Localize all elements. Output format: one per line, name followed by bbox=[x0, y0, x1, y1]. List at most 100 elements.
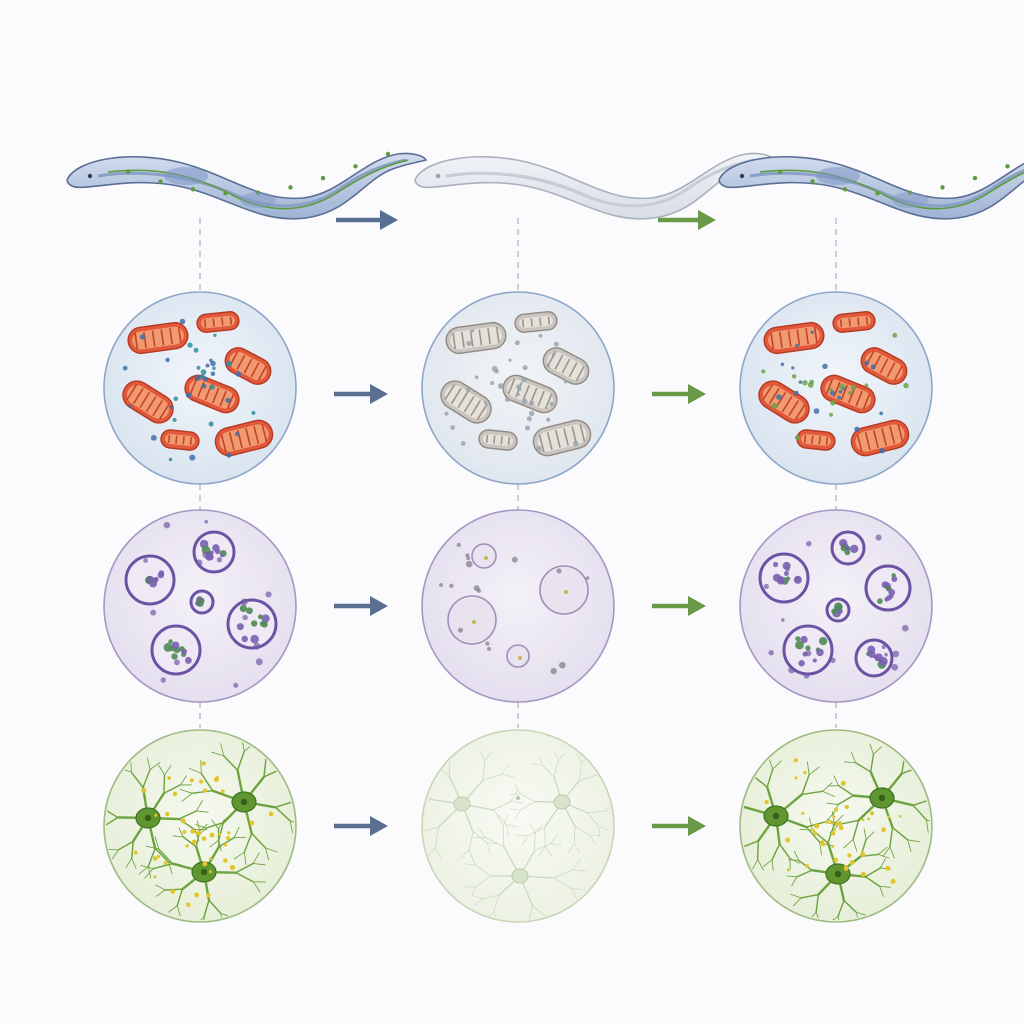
particle bbox=[226, 361, 232, 367]
vesicle bbox=[760, 554, 808, 602]
dendrite bbox=[734, 848, 741, 857]
particle bbox=[806, 541, 811, 546]
particle bbox=[180, 319, 186, 325]
particle bbox=[573, 441, 579, 447]
particle bbox=[213, 334, 216, 337]
particle bbox=[785, 567, 790, 572]
dendrite bbox=[758, 841, 759, 860]
synapse-dot bbox=[833, 858, 838, 863]
particle bbox=[557, 568, 562, 573]
synapse-dot bbox=[831, 845, 834, 848]
particle bbox=[879, 411, 883, 415]
worm-neuron-dot bbox=[810, 179, 814, 183]
synapse-dot bbox=[194, 893, 199, 898]
particle bbox=[466, 341, 471, 346]
mitochondrion-crista bbox=[805, 435, 806, 443]
arrow-head bbox=[370, 384, 388, 404]
particle bbox=[529, 411, 534, 416]
vesicle-cargo bbox=[240, 605, 247, 612]
arrow-healthy-to-declined bbox=[334, 596, 388, 616]
dendrite bbox=[726, 782, 730, 794]
particle bbox=[172, 418, 176, 422]
synapse-dot bbox=[218, 833, 221, 836]
vesicle-membrane bbox=[540, 566, 588, 614]
neuron-nucleus bbox=[773, 813, 779, 819]
particle bbox=[200, 374, 205, 379]
synapse-dot bbox=[847, 853, 851, 857]
particle bbox=[458, 628, 463, 633]
synapse-dot bbox=[199, 779, 203, 783]
mitochondrion-crista bbox=[849, 318, 850, 326]
particle bbox=[123, 366, 128, 371]
arrow-head bbox=[380, 210, 398, 230]
synapse-dot bbox=[861, 872, 866, 877]
dendrite bbox=[547, 918, 550, 930]
particle bbox=[217, 557, 222, 562]
worm-gonad bbox=[240, 192, 276, 208]
dendrite bbox=[714, 809, 726, 813]
vesicle-cargo bbox=[875, 656, 880, 661]
mitochondrion-crista bbox=[523, 319, 524, 327]
particle bbox=[498, 383, 504, 389]
particle bbox=[795, 435, 800, 440]
synapse-dot bbox=[887, 815, 890, 818]
particle bbox=[202, 551, 209, 558]
vesicle bbox=[126, 556, 174, 604]
dendrite bbox=[423, 763, 435, 764]
particle bbox=[768, 650, 773, 655]
dendrite bbox=[409, 832, 418, 841]
vesicle-membrane bbox=[194, 532, 234, 572]
particle bbox=[515, 340, 520, 345]
vesicle bbox=[448, 596, 496, 644]
dendrite bbox=[749, 764, 752, 775]
particle bbox=[189, 455, 195, 461]
particle bbox=[839, 384, 845, 390]
vesicle-membrane bbox=[507, 645, 529, 667]
synapse-dot bbox=[839, 825, 844, 830]
synapse-dot bbox=[835, 823, 838, 826]
particle bbox=[516, 796, 520, 800]
mitochondrion bbox=[478, 429, 518, 451]
synapse-dot bbox=[812, 828, 815, 831]
worm-neuron-dot bbox=[158, 179, 162, 183]
particle bbox=[211, 371, 216, 376]
particle bbox=[882, 645, 886, 649]
particle bbox=[143, 558, 148, 563]
mitochondrion-crista bbox=[191, 437, 192, 445]
synapse-dot bbox=[899, 815, 902, 818]
particle bbox=[450, 425, 455, 430]
mitochondria-circle-restored bbox=[740, 292, 932, 484]
worm-body bbox=[719, 153, 1024, 218]
vesicle-cargo bbox=[258, 614, 263, 619]
particle bbox=[242, 615, 247, 620]
particle bbox=[814, 408, 820, 414]
particle bbox=[170, 406, 173, 409]
worm-neuron-dot bbox=[973, 176, 977, 180]
synapse-dot bbox=[860, 852, 865, 857]
worm-body bbox=[415, 153, 774, 218]
particle bbox=[804, 673, 810, 679]
vesicle-residue bbox=[472, 620, 476, 624]
mitochondrion-crista bbox=[169, 435, 170, 443]
particle bbox=[449, 584, 453, 588]
vesicle bbox=[856, 640, 892, 676]
worm-neuron-dot bbox=[1005, 164, 1009, 168]
particle bbox=[256, 658, 263, 665]
mitochondria-row bbox=[104, 292, 932, 484]
particle bbox=[539, 334, 543, 338]
vesicle-residue bbox=[484, 556, 488, 560]
neuron-soma bbox=[454, 797, 470, 811]
dendrite bbox=[431, 753, 434, 764]
vesicle-membrane bbox=[448, 596, 496, 644]
arrow-head bbox=[370, 596, 388, 616]
dendrite bbox=[201, 761, 202, 774]
vesicle-cargo bbox=[152, 577, 157, 582]
particle bbox=[471, 329, 474, 332]
particle bbox=[477, 589, 481, 593]
mitochondrion-crista bbox=[205, 319, 206, 327]
dendrite bbox=[97, 797, 101, 808]
particle bbox=[494, 369, 499, 374]
synapse-dot bbox=[181, 818, 186, 823]
worm-eye bbox=[740, 174, 744, 178]
synapse-dot bbox=[830, 821, 833, 824]
